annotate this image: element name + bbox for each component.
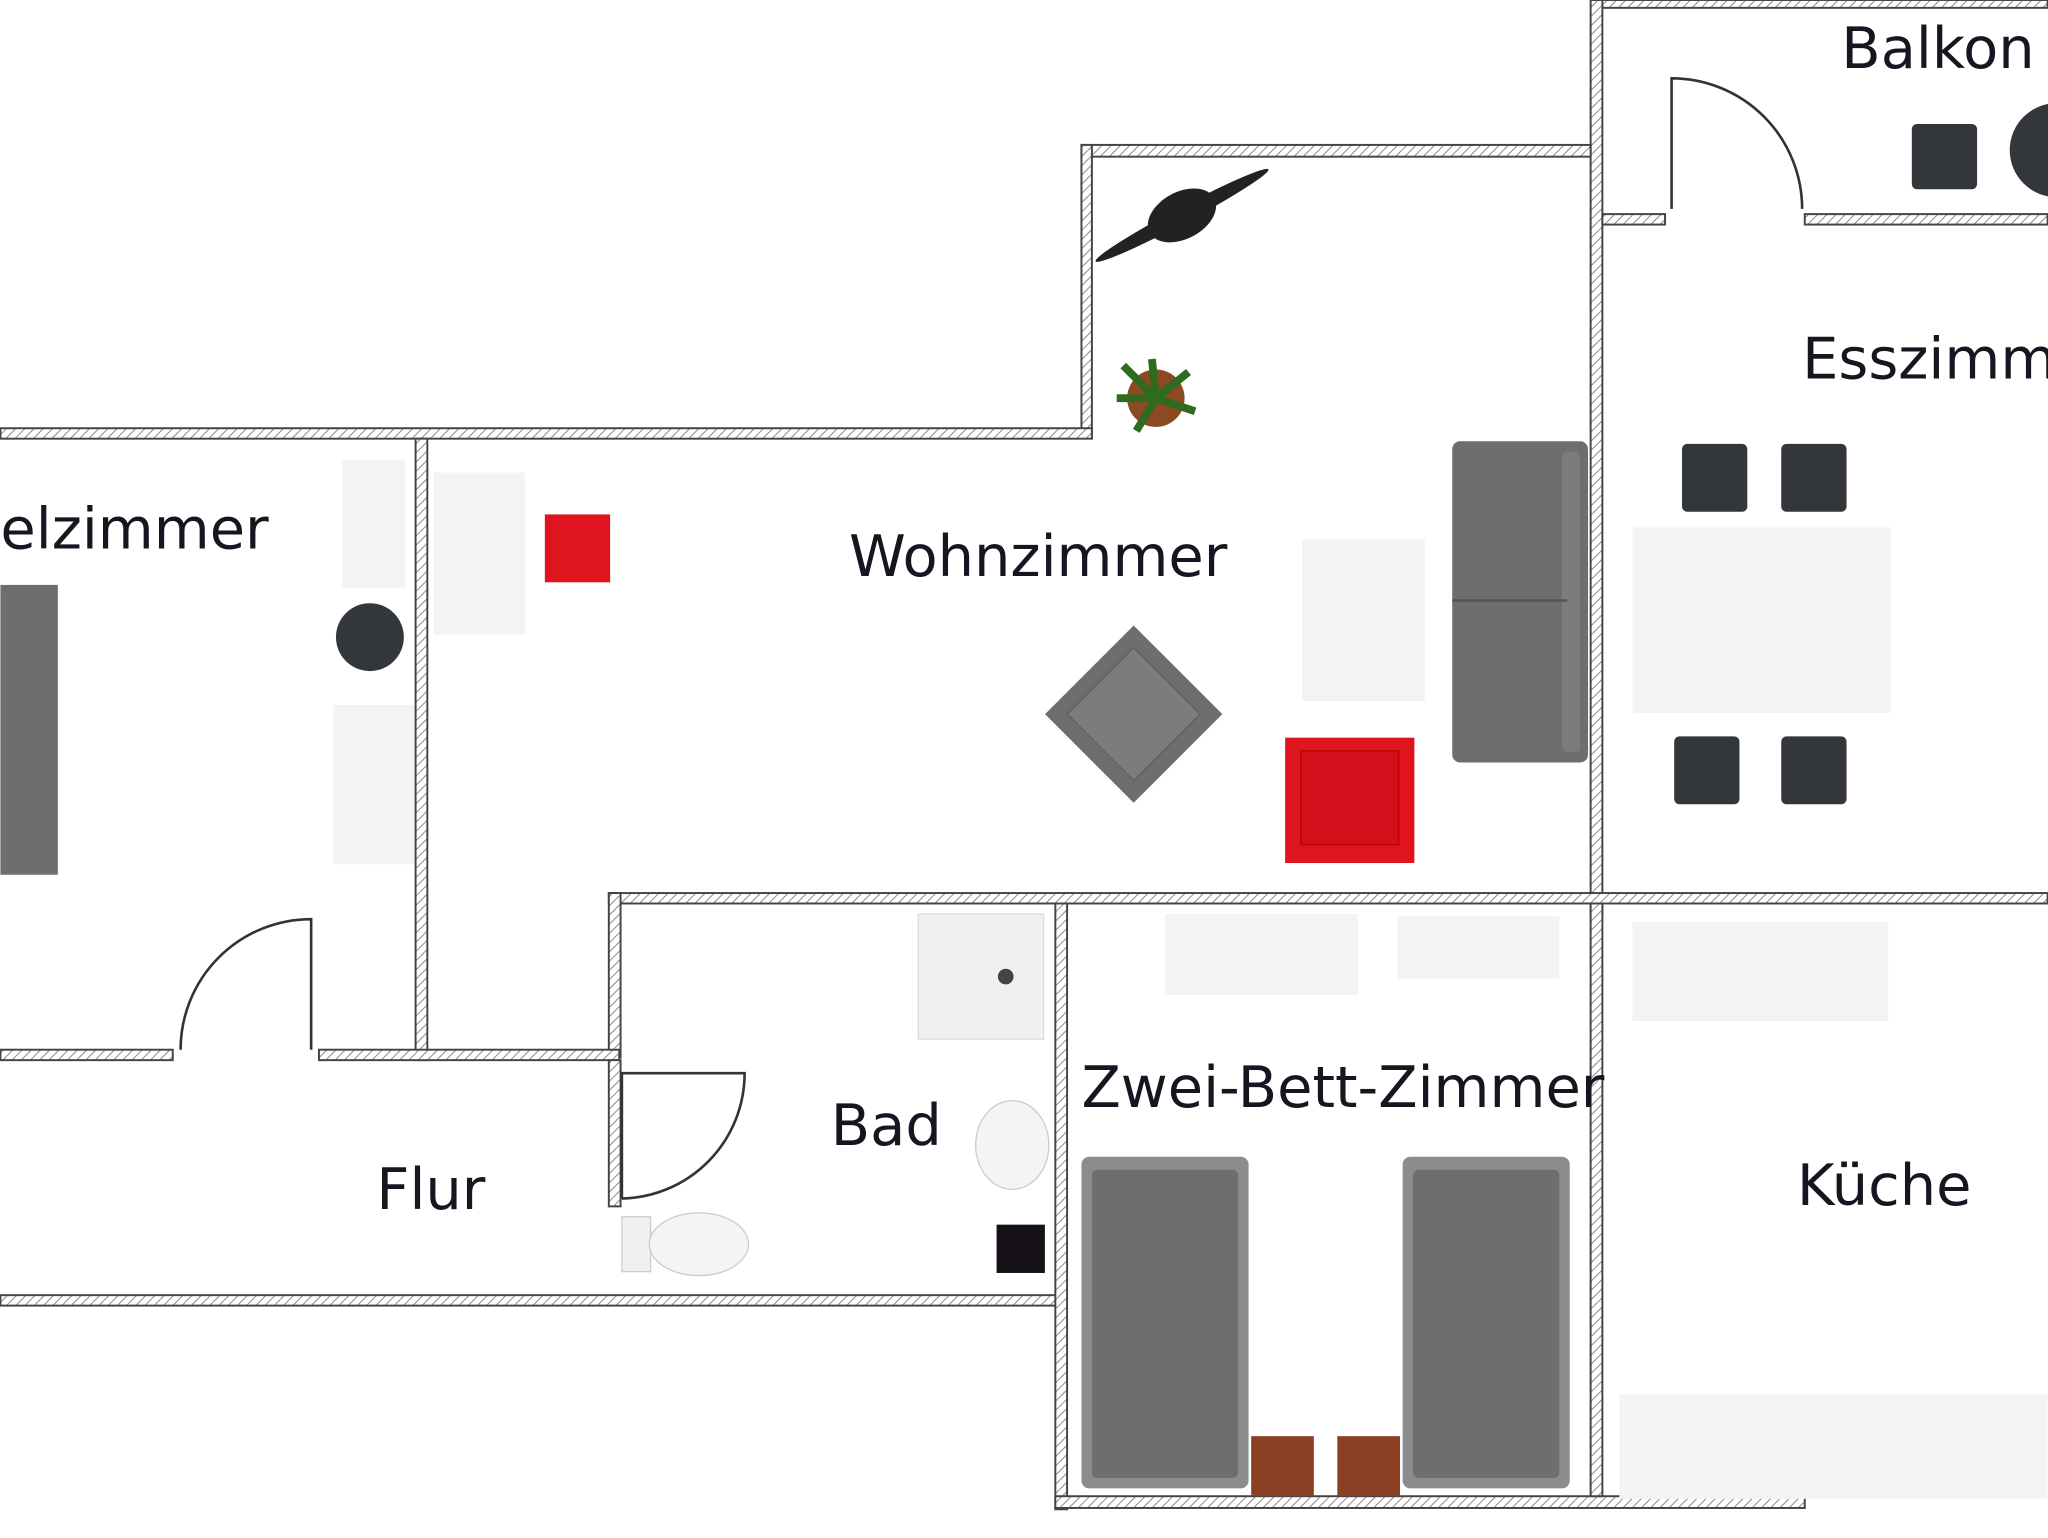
wall xyxy=(414,437,429,1062)
room-label-esszimmer: Esszimme xyxy=(1802,326,2048,393)
armchair-red xyxy=(1285,737,1415,864)
wall xyxy=(1080,143,1093,439)
door-bad[interactable] xyxy=(620,1071,746,1200)
wall xyxy=(607,892,622,1059)
wall xyxy=(0,427,1093,440)
wall xyxy=(1054,902,1069,1511)
kitchen-cabinet xyxy=(1632,921,1889,1021)
wall xyxy=(1589,902,1604,1498)
room-label-einzelzimmer: elzimmer xyxy=(0,495,269,562)
wall xyxy=(1589,0,1604,915)
dining-table xyxy=(1632,527,1891,713)
sideboard xyxy=(433,472,526,635)
furniture xyxy=(0,103,2048,1499)
bin xyxy=(996,1224,1045,1273)
wall xyxy=(0,1294,1067,1307)
door-balkon[interactable] xyxy=(1670,77,1804,209)
balkon-table xyxy=(2009,103,2048,197)
room-label-flur: Flur xyxy=(376,1156,485,1223)
room-label-wohnzimmer: Wohnzimmer xyxy=(849,523,1228,590)
dining-chair xyxy=(1682,443,1748,512)
sink xyxy=(975,1099,1050,1191)
nightstand xyxy=(1337,1436,1401,1497)
desk xyxy=(333,705,415,865)
room-label-bad: Bad xyxy=(831,1092,942,1159)
shower-drain xyxy=(997,968,1014,985)
kitchen-counter xyxy=(1619,1394,2048,1499)
desk-chair xyxy=(335,603,404,672)
wall xyxy=(607,1059,622,1208)
wall xyxy=(1080,143,1592,158)
wall xyxy=(1054,1495,1806,1509)
nightstand xyxy=(1251,1436,1314,1497)
room-label-zwei-bett-zimmer: Zwei-Bett-Zimmer xyxy=(1081,1054,1604,1121)
room-label-balkon: Balkon xyxy=(1841,15,2034,82)
door-einzelzimmer[interactable] xyxy=(179,917,313,1050)
wall xyxy=(1803,213,2048,226)
bed-left xyxy=(1081,1156,1249,1489)
balkon-chair xyxy=(1911,124,1978,190)
plant-icon xyxy=(1116,358,1197,433)
sofa xyxy=(1452,441,1589,763)
room-label-kueche: Küche xyxy=(1797,1152,1972,1219)
room-labels: Balkon Esszimme elzimmer Wohnzimmer Bad … xyxy=(0,15,2048,1223)
wall xyxy=(1601,213,1667,226)
dining-chair xyxy=(1781,736,1847,805)
wall xyxy=(1594,0,2048,9)
doors xyxy=(179,77,1804,1200)
dining-chair xyxy=(1674,736,1740,805)
dining-chair xyxy=(1781,443,1847,512)
toilet xyxy=(621,1212,750,1277)
shower xyxy=(917,913,1045,1040)
bed xyxy=(0,584,58,875)
armchair-grey xyxy=(1045,625,1223,803)
shelf xyxy=(342,459,406,588)
red-stool xyxy=(544,514,611,583)
coffee-table xyxy=(1302,539,1425,702)
wall xyxy=(317,1048,621,1062)
wall xyxy=(607,892,2048,905)
wardrobe xyxy=(1165,913,1359,995)
wall xyxy=(0,1048,174,1062)
bed-right xyxy=(1402,1156,1570,1489)
fan-icon xyxy=(1095,168,1269,262)
wardrobe xyxy=(1397,916,1560,980)
